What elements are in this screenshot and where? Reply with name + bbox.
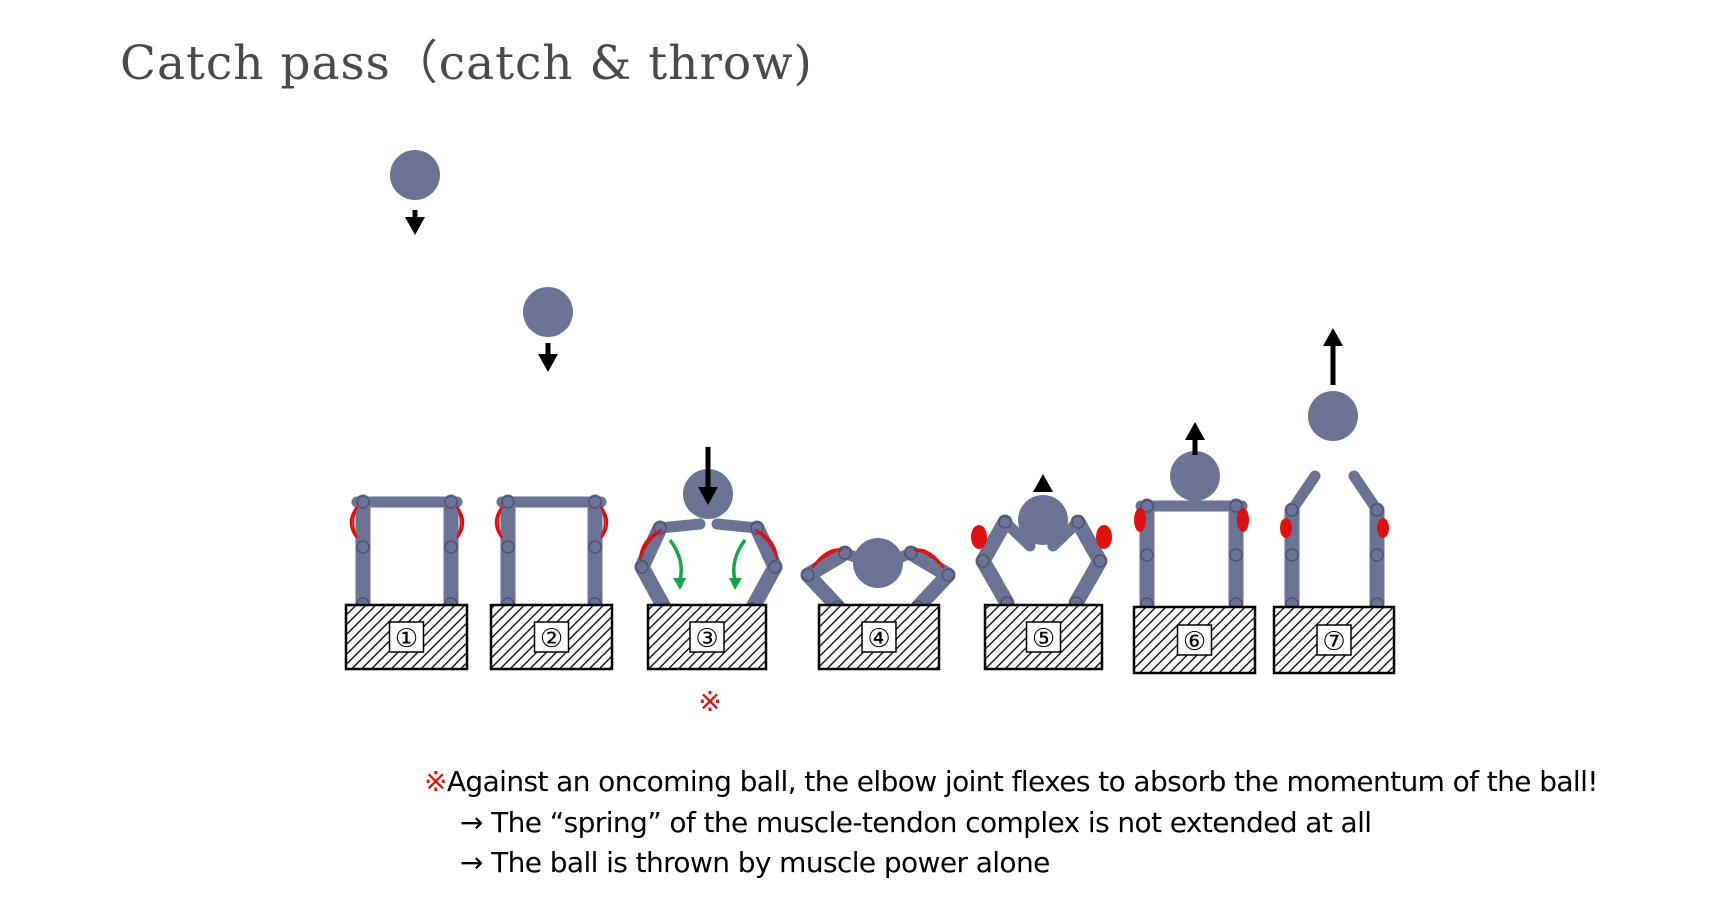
step-label-box: [861, 621, 897, 653]
hand: [1348, 470, 1383, 516]
joint: [768, 560, 782, 574]
muscle-contracted: [971, 525, 987, 549]
up-arrow-head: [1185, 422, 1205, 440]
step-label: ⑦: [1322, 627, 1345, 657]
ball: [853, 538, 903, 588]
step-4: ④: [800, 538, 956, 671]
down-arrow-head: [405, 217, 425, 235]
arm-segment: [800, 545, 853, 583]
step-3: ③※: [634, 447, 783, 718]
ball: [1308, 391, 1358, 441]
muscle: [754, 529, 778, 561]
step-label: ③: [695, 624, 718, 654]
joint: [1229, 499, 1243, 513]
flex-arrow-right-head: [729, 578, 742, 590]
joint: [1285, 548, 1299, 562]
joint: [1140, 499, 1154, 513]
muscle-contracted: [1237, 508, 1249, 532]
arm-segment: [1070, 514, 1108, 569]
joint: [976, 554, 990, 568]
joint: [1285, 503, 1299, 517]
muscle: [456, 506, 462, 539]
step-6: ⑥: [1132, 422, 1257, 675]
step-label-box: [388, 621, 425, 653]
step-label-box: [1025, 621, 1062, 653]
step-5: ⑤: [971, 474, 1112, 671]
flex-arrow-right: [732, 538, 747, 581]
joint: [588, 495, 602, 509]
step-label-box: [533, 621, 570, 653]
muscle: [811, 549, 843, 569]
hand: [1286, 470, 1321, 516]
arm-segment: [634, 559, 673, 617]
joint: [1370, 503, 1384, 517]
joint: [941, 568, 955, 582]
joint: [1229, 548, 1243, 562]
joint: [801, 568, 815, 582]
joint: [501, 495, 515, 509]
joint: [356, 495, 370, 509]
muscle-contracted: [1377, 518, 1389, 538]
step-label: ②: [540, 624, 563, 654]
note-line-3: → The ball is thrown by muscle power alo…: [460, 846, 1050, 879]
step-2: ②: [489, 494, 614, 671]
joint: [750, 521, 764, 535]
muscle: [497, 506, 503, 539]
joint: [635, 560, 649, 574]
joint: [444, 495, 458, 509]
joint: [356, 540, 370, 554]
incoming-ball-sequence: [390, 150, 573, 372]
step-label-box: [689, 621, 725, 653]
muscle: [913, 549, 945, 569]
flex-arrow-left: [668, 538, 683, 581]
note-line-1: ※Against an oncoming ball, the elbow joi…: [424, 765, 1599, 798]
joint: [998, 515, 1012, 529]
step-1: ①: [344, 494, 469, 671]
step-7: ⑦: [1272, 328, 1396, 675]
muscle: [639, 529, 663, 561]
arm-segment: [1068, 553, 1108, 611]
down-arrow-head: [698, 487, 718, 505]
note-text-1: Against an oncoming ball, the elbow join…: [446, 765, 1599, 798]
arm-segment: [975, 553, 1015, 611]
down-arrow-head: [538, 354, 558, 372]
reference-mark: ※: [424, 765, 447, 798]
step-label-box: [1176, 624, 1213, 656]
ball: [1018, 495, 1068, 545]
joint: [1071, 515, 1085, 529]
step-label: ⑥: [1183, 627, 1206, 657]
note-line-2: → The “spring” of the muscle-tendon comp…: [460, 806, 1372, 839]
joint: [1093, 554, 1107, 568]
slide-title: Catch pass（catch & throw): [120, 36, 813, 91]
ball: [1170, 451, 1220, 501]
ball: [523, 287, 573, 337]
joint: [653, 521, 667, 535]
step-label: ①: [395, 624, 418, 654]
step-label-box: [1316, 624, 1352, 656]
ball: [390, 150, 440, 200]
arm-segment: [975, 514, 1013, 569]
joint: [1370, 548, 1384, 562]
step-label: ⑤: [1032, 624, 1055, 654]
up-arrow-head: [1033, 474, 1053, 492]
reference-mark: ※: [698, 685, 721, 718]
muscle-contracted: [1280, 518, 1292, 538]
flex-arrow-left-head: [673, 578, 686, 590]
muscle-contracted: [1096, 525, 1112, 549]
arm-segment: [744, 559, 783, 617]
step-label: ④: [867, 624, 890, 654]
joint: [588, 540, 602, 554]
arm-segment: [903, 545, 956, 583]
muscle: [600, 506, 606, 539]
joint: [501, 540, 515, 554]
muscle: [352, 506, 358, 539]
joint: [1140, 548, 1154, 562]
joint: [444, 540, 458, 554]
muscle-contracted: [1134, 508, 1146, 532]
up-arrow-head: [1323, 328, 1343, 346]
